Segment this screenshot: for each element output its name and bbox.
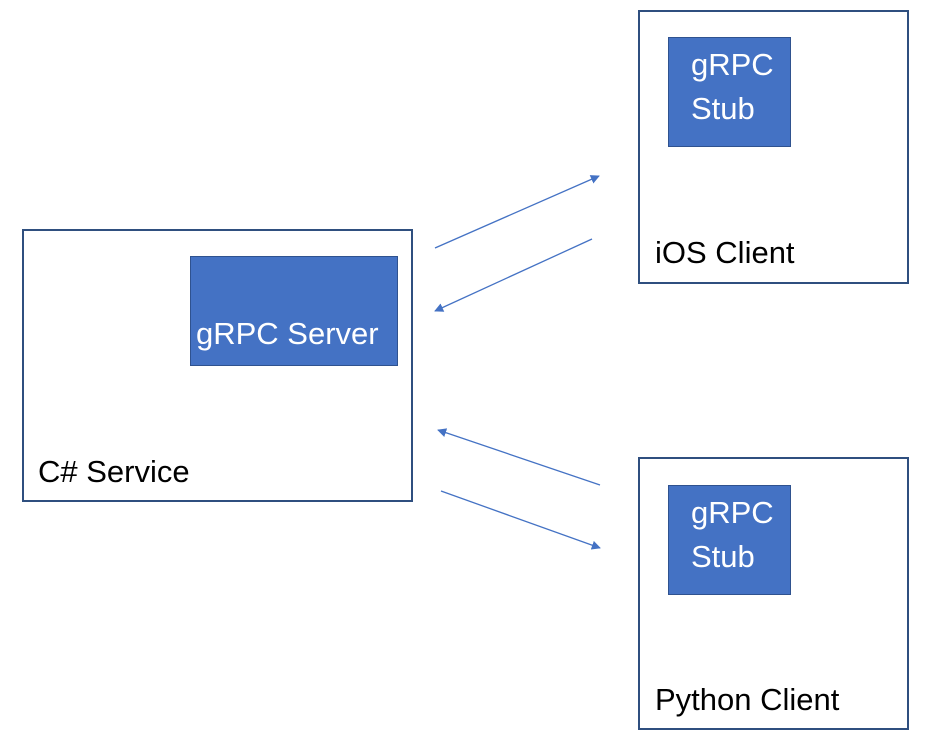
arrow-python-to-service — [437, 428, 601, 486]
python-grpc-stub-box: gRPC Stub — [668, 485, 791, 595]
grpc-server-box: gRPC Server — [190, 256, 398, 366]
arrow-ios-to-service — [434, 238, 593, 312]
python-client-label: Python Client — [655, 682, 840, 717]
python-grpc-stub-label-line1: gRPC — [691, 495, 774, 530]
python-grpc-stub-label-line2: Stub — [691, 539, 755, 574]
ios-client-box: gRPC Stub iOS Client — [638, 10, 909, 284]
ios-grpc-stub-label-line1: gRPC — [691, 47, 774, 82]
arrow-service-to-ios — [434, 175, 600, 249]
ios-grpc-stub-box: gRPC Stub — [668, 37, 791, 147]
ios-grpc-stub-label-line2: Stub — [691, 91, 755, 126]
csharp-service-label: C# Service — [38, 454, 190, 489]
grpc-server-label: gRPC Server — [196, 316, 379, 351]
csharp-service-box: gRPC Server C# Service — [22, 229, 413, 502]
python-client-box: gRPC Stub Python Client — [638, 457, 909, 730]
ios-client-label: iOS Client — [655, 235, 795, 270]
arrow-service-to-python — [440, 490, 601, 550]
